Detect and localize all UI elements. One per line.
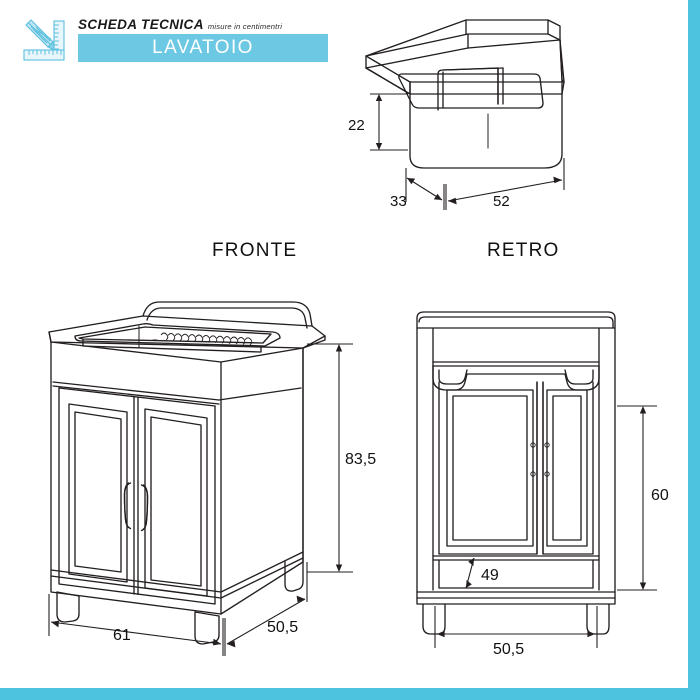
dim-rear-width: 50,5	[493, 641, 524, 658]
dim-rear-height: 60	[651, 487, 669, 504]
rear-view-label: RETRO	[487, 240, 560, 261]
hinge-markers	[530, 442, 550, 477]
product-banner: LAVATOIO	[78, 34, 328, 62]
sheet-title-sub: misure in centimentri	[207, 22, 283, 31]
front-view-label: FRONTE	[212, 240, 298, 261]
pencil-and-ruler-icon	[23, 19, 65, 61]
dim-basin-width: 52	[493, 193, 510, 210]
door-handles	[123, 482, 149, 532]
washboard-ridges	[160, 332, 253, 346]
page-frame-bottom	[0, 688, 700, 700]
rear-view-drawing: 60 49 50,5	[395, 262, 690, 658]
product-name: LAVATOIO	[152, 37, 254, 58]
dim-cabinet-depth: 50,5	[267, 619, 298, 636]
dim-cabinet-height: 83,5	[345, 451, 376, 468]
dim-basin-depth: 33	[390, 193, 407, 210]
basin-isometric-drawing: 22 33 52	[348, 8, 608, 218]
page-frame-right	[688, 0, 700, 700]
dim-rear-inner: 49	[481, 567, 499, 584]
dim-cabinet-width: 61	[113, 627, 131, 644]
front-view-drawing: 83,5 61 50,5	[35, 262, 390, 657]
sheet-title-main: SCHEDA TECNICA	[78, 17, 204, 32]
dim-basin-height: 22	[348, 117, 365, 134]
